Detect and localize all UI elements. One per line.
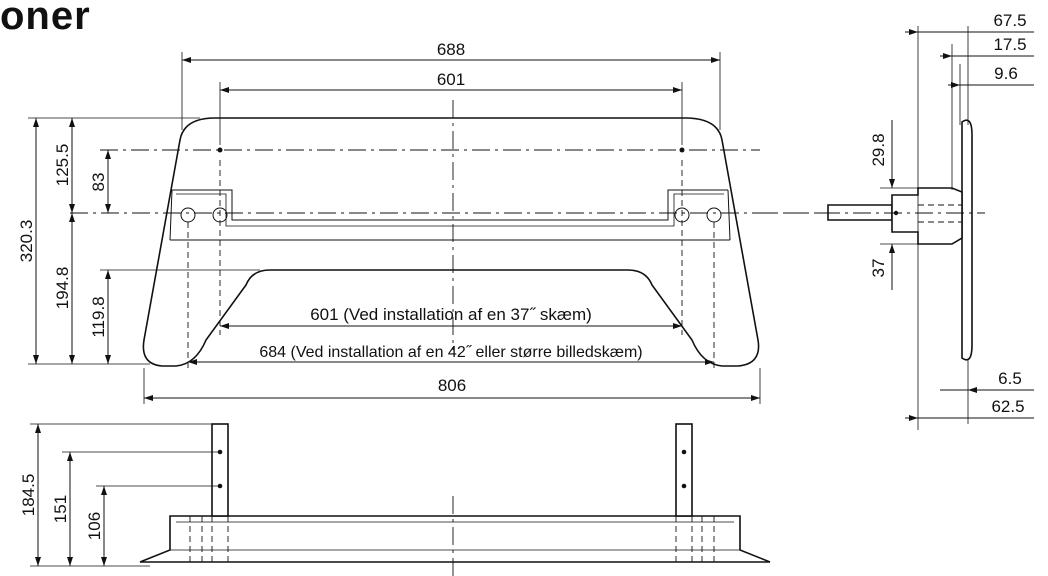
dim-83: 83 xyxy=(89,173,108,192)
dim-106: 106 xyxy=(85,512,104,540)
post-right xyxy=(675,423,693,517)
dim-29-8: 29.8 xyxy=(869,133,888,166)
dim-37: 37 xyxy=(869,259,888,278)
page-title: oner xyxy=(0,0,91,38)
dim-684-42: 684 (Ved installation af en 42˝ eller st… xyxy=(259,344,642,361)
stand-outline xyxy=(142,117,760,367)
dim-806: 806 xyxy=(438,376,466,395)
dim-320-3: 320.3 xyxy=(17,220,36,263)
dim-184-5: 184.5 xyxy=(19,474,38,517)
dim-601-37: 601 (Ved installation af en 37˝ skæm) xyxy=(310,305,592,324)
dim-119-8: 119.8 xyxy=(89,296,108,337)
dim-601-top: 601 xyxy=(437,70,465,89)
dim-688: 688 xyxy=(437,40,465,59)
dim-17-5: 17.5 xyxy=(993,35,1026,54)
dim-194-8: 194.8 xyxy=(53,267,72,310)
dim-9-6: 9.6 xyxy=(994,64,1018,83)
front-view: 688 601 320.3 125.5 194.8 83 119.8 601 (… xyxy=(17,40,900,404)
dim-151: 151 xyxy=(51,495,70,523)
dim-62-5: 62.5 xyxy=(991,397,1024,416)
top-hole xyxy=(217,147,223,153)
post-left xyxy=(211,423,229,517)
bottom-view: 184.5 151 106 xyxy=(19,423,771,576)
dim-67-5: 67.5 xyxy=(993,11,1026,30)
dim-6-5: 6.5 xyxy=(998,369,1022,388)
side-view: 67.5 17.5 9.6 29.8 37 6.5 62.5 xyxy=(760,11,1034,430)
dim-125-5: 125.5 xyxy=(53,144,72,187)
